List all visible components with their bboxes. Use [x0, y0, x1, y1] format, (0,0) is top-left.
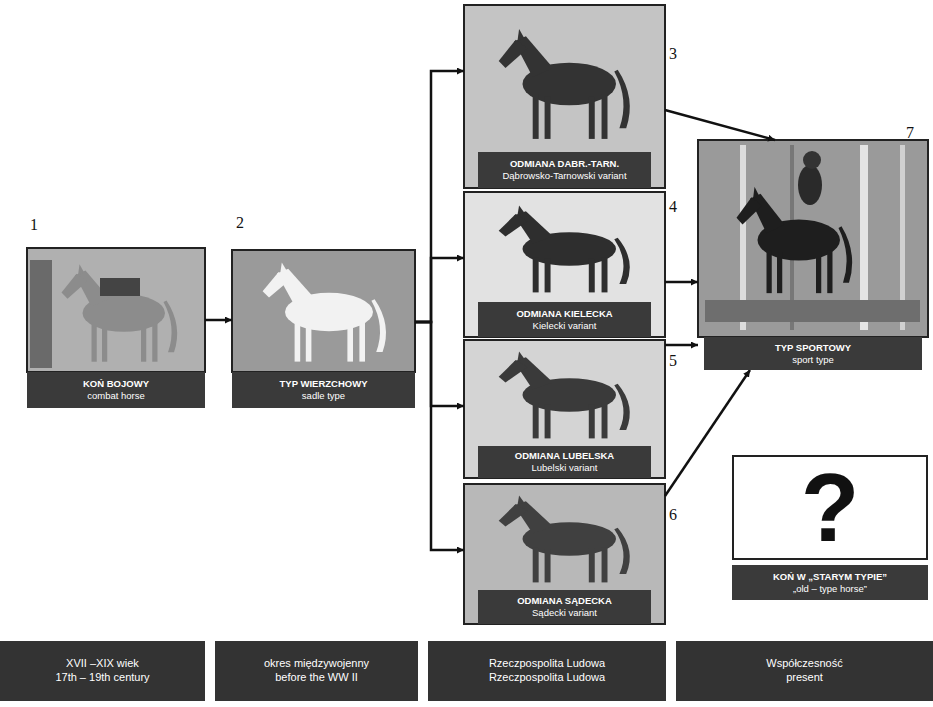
label-text: sadle type — [302, 390, 345, 402]
label-text: KOŃ W „STARYM TYPIE” — [773, 571, 887, 583]
callout-number: 3 — [669, 45, 677, 63]
callout-number: 6 — [669, 506, 677, 524]
callout-number: 4 — [669, 198, 677, 216]
label-text: before the WW II — [275, 671, 358, 685]
caption-bar: ODMIANA SĄDECKASądecki variant — [478, 590, 651, 624]
label-text: combat horse — [87, 390, 145, 402]
unknown-panel: ? KOŃ W „STARYM TYPIE”„old – type horse” — [732, 455, 928, 600]
caption-bar: TYP SPORTOWYsport type — [704, 337, 922, 370]
horse-panel: TYP WIERZCHOWYsadle type — [232, 250, 415, 408]
horse-panel: ODMIANA SĄDECKASądecki variant — [464, 484, 665, 624]
label-text: Sądecki variant — [532, 607, 597, 619]
label-text: ODMIANA KIELECKA — [516, 308, 612, 320]
connector-arrow — [415, 322, 464, 406]
label-text: ODMIANA DABR.-TARN. — [510, 158, 619, 170]
label-text: 17th – 19th century — [55, 671, 149, 685]
callout-number: 1 — [30, 216, 38, 234]
label-text: KOŃ BOJOWY — [83, 378, 149, 390]
connector-arrow — [665, 281, 698, 284]
connector-arrow — [415, 322, 464, 550]
horse-panel: ODMIANA LUBELSKALubelski variant — [464, 340, 665, 478]
timeline-band: XVII –XIX wiek17th – 19th century — [0, 641, 205, 701]
label-text: present — [786, 671, 823, 685]
caption-bar: KOŃ W „STARYM TYPIE”„old – type horse” — [732, 565, 928, 600]
label-text: Rzeczpospolita Ludowa — [489, 657, 605, 671]
label-text: Rzeczpospolita Ludowa — [489, 671, 605, 685]
label-text: Kielecki variant — [533, 320, 597, 332]
label-text: okres międzywojenny — [264, 657, 369, 671]
label-text: Lubelski variant — [531, 462, 597, 474]
horse-panel: ODMIANA DABR.-TARN.Dąbrowsko-Tarnowski v… — [464, 5, 665, 188]
caption-bar: KOŃ BOJOWYcombat horse — [27, 372, 205, 408]
timeline-band: Rzeczpospolita LudowaRzeczpospolita Ludo… — [428, 641, 666, 701]
label-text: ODMIANA LUBELSKA — [515, 450, 614, 462]
timeline-band: okres międzywojennybefore the WW II — [215, 641, 418, 701]
caption-bar: ODMIANA LUBELSKALubelski variant — [478, 446, 651, 478]
horse-panel: TYP SPORTOWYsport type — [698, 140, 928, 370]
callout-number: 7 — [906, 124, 914, 142]
connector-arrow — [415, 71, 464, 322]
label-text: Współczesność — [766, 657, 842, 671]
caption-bar: ODMIANA DABR.-TARN.Dąbrowsko-Tarnowski v… — [478, 152, 651, 188]
label-text: „old – type horse” — [793, 583, 867, 595]
connector-arrow — [415, 258, 464, 322]
label-text: Dąbrowsko-Tarnowski variant — [502, 170, 626, 182]
label-text: ? — [801, 460, 860, 556]
label-text: XVII –XIX wiek — [66, 657, 139, 671]
caption-bar: ODMIANA KIELECKAKielecki variant — [478, 302, 651, 337]
timeline-band: Współczesnośćpresent — [676, 641, 933, 701]
connector-arrow — [205, 319, 232, 322]
caption-bar: TYP WIERZCHOWYsadle type — [232, 372, 415, 408]
label-text: sport type — [792, 354, 834, 366]
label-text: TYP SPORTOWY — [775, 342, 851, 354]
horse-panel: ODMIANA KIELECKAKielecki variant — [464, 192, 665, 337]
horse-panel: KOŃ BOJOWYcombat horse — [27, 248, 205, 408]
label-text: TYP WIERZCHOWY — [280, 378, 368, 390]
connector-arrow — [665, 110, 775, 140]
connector-arrow — [665, 344, 698, 347]
label-text: ODMIANA SĄDECKA — [517, 595, 612, 607]
callout-number: 2 — [236, 214, 244, 232]
placeholder-frame: ? — [732, 455, 928, 560]
callout-number: 5 — [669, 352, 677, 370]
